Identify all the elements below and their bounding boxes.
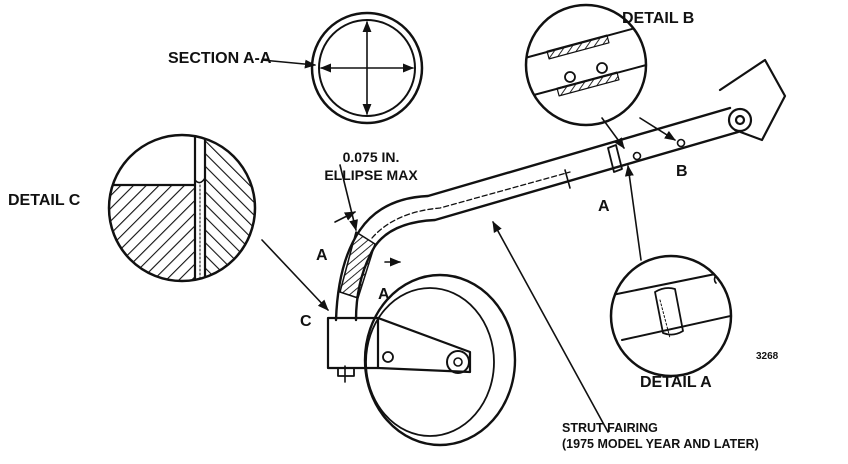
axle-bracket: [326, 316, 472, 383]
figure-number: 3268: [756, 351, 779, 362]
detail-a-view: [609, 164, 733, 378]
detail-c-view: [107, 133, 329, 311]
ellipse-callout-line1: 0.075 IN.: [342, 149, 400, 165]
detail-marker-b: B: [676, 163, 688, 180]
detail-marker-a: A: [598, 198, 610, 215]
section-aa-label: SECTION A-A: [168, 50, 272, 67]
main-gear-strut: [334, 58, 787, 322]
detail-b-view: [524, 3, 676, 149]
detail-b-label: DETAIL B: [622, 10, 695, 27]
strut-fairing-label: STRUT FAIRING: [562, 421, 658, 435]
detail-a-label: DETAIL A: [640, 374, 712, 391]
wheel: [363, 273, 517, 447]
ellipse-callout-line2: ELLIPSE MAX: [324, 167, 418, 183]
section-marker-a-lower: A: [378, 286, 390, 303]
detail-marker-c: C: [300, 313, 312, 330]
detail-c-label: DETAIL C: [8, 192, 81, 209]
section-aa-view: [310, 11, 424, 125]
strut-fairing-note: (1975 MODEL YEAR AND LATER): [562, 437, 759, 451]
section-marker-a-upper: A: [316, 247, 328, 264]
